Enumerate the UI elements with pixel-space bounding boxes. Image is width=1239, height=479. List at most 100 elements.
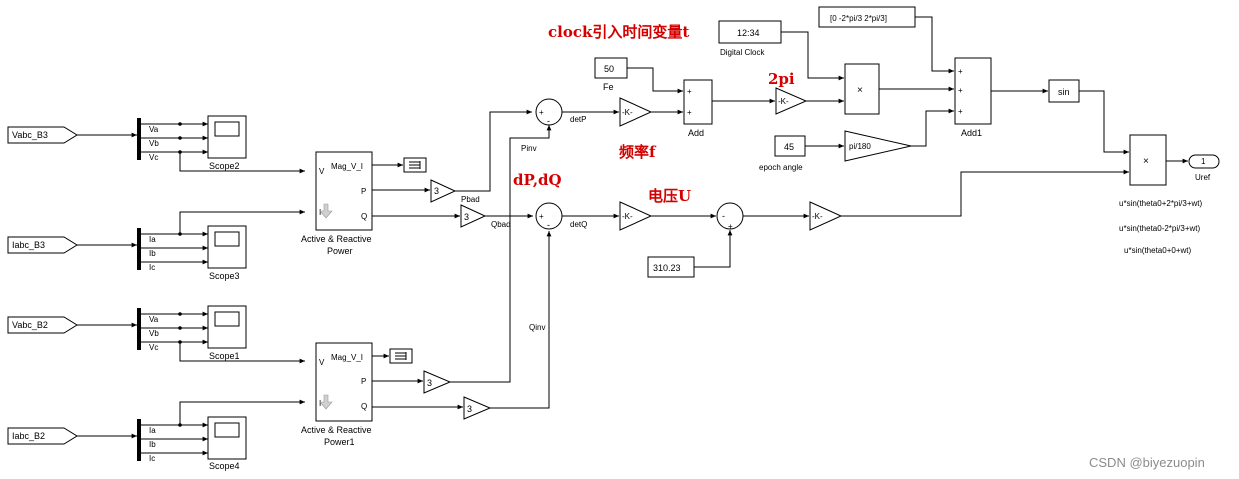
port-p: P — [361, 187, 366, 196]
gain-3-pbad[interactable]: 3 — [430, 179, 457, 203]
product-sign: × — [1143, 156, 1149, 167]
port-q: Q — [361, 212, 367, 221]
bus-label-ia: Ia — [149, 235, 156, 244]
signal-detp: detP — [570, 115, 586, 124]
sum-sign: + — [958, 67, 963, 76]
scope1-block[interactable]: Scope1 — [207, 305, 247, 361]
block-name: Power — [327, 246, 353, 256]
signal-detq: detQ — [570, 220, 587, 229]
add1-block[interactable]: + + + Add1 — [954, 57, 992, 138]
port-label: Vabc_B2 — [12, 320, 48, 330]
bus-label-vb: Vb — [149, 329, 159, 338]
gain-k-u[interactable]: -K- — [809, 201, 843, 231]
port-label: Iabc_B3 — [12, 240, 45, 250]
gain-value: -K- — [812, 212, 823, 221]
const-value: 310.23 — [653, 263, 681, 273]
scope3-block[interactable]: Scope3 — [207, 225, 247, 281]
gain-3-pinv[interactable]: 3 — [423, 370, 452, 394]
bus-label-ic: Ic — [149, 263, 155, 272]
sum-detp[interactable]: + - — [535, 98, 563, 126]
gain-k-freq[interactable]: -K- — [619, 97, 653, 127]
scope-label: Scope2 — [209, 161, 240, 171]
gain-value: -K- — [622, 212, 633, 221]
sum-sign: + — [539, 212, 544, 221]
demux-bar-1[interactable] — [137, 118, 141, 160]
formula-line-1: u*sin(theta0+2*pi/3+wt) — [1119, 199, 1203, 208]
add-block[interactable]: + + Add — [683, 79, 713, 138]
gain-value: 3 — [434, 186, 439, 196]
gain-k-2pi[interactable]: -K- — [775, 87, 808, 115]
port-label: Vabc_B3 — [12, 130, 48, 140]
bus-label-vb: Vb — [149, 139, 159, 148]
annotation-clock: clock引入时间变量t — [548, 23, 689, 41]
sum-detq[interactable]: + - — [535, 202, 563, 230]
bus-label-va: Va — [149, 315, 159, 324]
signal-qinv: Qinv — [529, 323, 545, 332]
scope-label: Scope1 — [209, 351, 240, 361]
gain-value: 3 — [464, 212, 469, 222]
const-voltage[interactable]: 310.23 — [647, 256, 695, 278]
demux-bar-2[interactable] — [137, 228, 141, 270]
annotation-dpdq: dP,dQ — [513, 171, 562, 189]
goto-vabc-b3[interactable]: Vabc_B3 — [7, 126, 78, 144]
port-v: V — [319, 167, 325, 176]
sum-sign: - — [722, 211, 725, 221]
sum-sign: + — [539, 108, 544, 117]
bus-label-ia: Ia — [149, 426, 156, 435]
scope2-block[interactable]: Scope2 — [207, 115, 247, 171]
scope4-block[interactable]: Scope4 — [207, 416, 247, 471]
port-mag: Mag_V_I — [331, 162, 363, 171]
bus-label-ic: Ic — [149, 454, 155, 463]
gain-value: -K- — [778, 97, 789, 106]
formula-line-2: u*sin(theta0-2*pi/3+wt) — [1119, 224, 1200, 233]
gain-value: 3 — [427, 378, 432, 388]
demux-bar-3[interactable] — [137, 308, 141, 350]
const-epoch[interactable]: 45 epoch angle — [759, 135, 806, 172]
digital-clock[interactable]: 12:34 Digital Clock — [718, 20, 782, 57]
down-arrow-icon — [319, 394, 333, 410]
gain-3-qinv[interactable]: 3 — [463, 396, 492, 420]
sum-sign: + — [728, 222, 733, 231]
block-name: Add — [688, 128, 704, 138]
sin-block[interactable]: sin — [1048, 79, 1080, 103]
sum-sign: - — [547, 220, 550, 230]
sum-sign: + — [687, 108, 692, 117]
outport-uref[interactable]: 1 Uref — [1188, 154, 1220, 182]
const-value: [0 -2*pi/3 2*pi/3] — [830, 14, 887, 23]
scope-label: Scope3 — [209, 271, 240, 281]
bus-label-ib: Ib — [149, 249, 156, 258]
down-arrow-icon — [319, 203, 333, 219]
const-label: Fe — [603, 82, 614, 92]
gain-3-qbad[interactable]: 3 — [460, 204, 487, 228]
gain-k-volt[interactable]: -K- — [619, 201, 653, 231]
scope-label: Scope4 — [209, 461, 240, 471]
gain-value: 3 — [467, 404, 472, 414]
sum-sign: + — [958, 107, 963, 116]
const-fe[interactable]: 50 Fe — [594, 57, 628, 92]
port-q: Q — [361, 402, 367, 411]
bus-label-vc: Vc — [149, 343, 158, 352]
signal-qbad: Qbad — [491, 220, 511, 229]
sum-voltage[interactable]: - + — [716, 202, 744, 231]
gain-value: -K- — [622, 108, 633, 117]
terminator-bottom[interactable] — [389, 348, 413, 364]
goto-iabc-b3[interactable]: Iabc_B3 — [7, 236, 78, 254]
const-label: epoch angle — [759, 163, 803, 172]
block-name: Power1 — [324, 437, 355, 447]
goto-iabc-b2[interactable]: Iabc_B2 — [7, 427, 78, 445]
gain-pi180[interactable]: pi/180 — [844, 130, 912, 162]
product-out[interactable]: × — [1129, 134, 1167, 186]
clock-value: 12:34 — [737, 28, 760, 38]
terminator-top[interactable] — [403, 157, 427, 173]
demux-bar-4[interactable] — [137, 419, 141, 461]
const-vector[interactable]: [0 -2*pi/3 2*pi/3] — [818, 6, 916, 28]
sum-sign: - — [547, 116, 550, 126]
outport-label: Uref — [1195, 173, 1211, 182]
active-reactive-power1-block[interactable]: Mag_V_I V I P Q Active & Reactive Power1 — [301, 342, 373, 447]
product-wt[interactable]: × — [844, 63, 880, 115]
goto-vabc-b2[interactable]: Vabc_B2 — [7, 316, 78, 334]
block-name: Active & Reactive — [301, 425, 372, 435]
product-sign: × — [857, 85, 863, 96]
active-reactive-power-block[interactable]: Mag_V_I V I P Q Active & Reactive Power — [301, 151, 373, 256]
